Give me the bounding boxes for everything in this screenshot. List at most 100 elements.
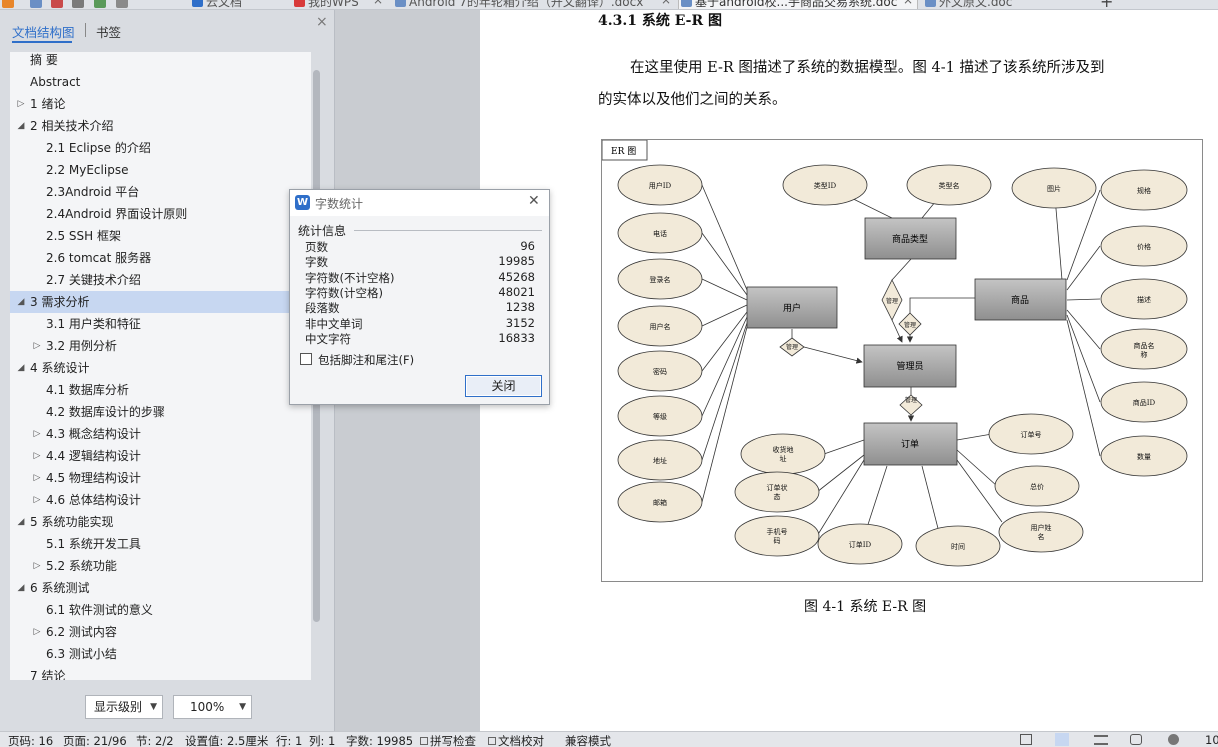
outline-item[interactable]: 6.1 软件测试的意义: [10, 599, 311, 621]
outline-item[interactable]: 2.1 Eclipse 的介绍: [10, 137, 311, 159]
collapse-icon[interactable]: ◢: [17, 121, 25, 131]
outline-item[interactable]: ▷3.2 用例分析: [10, 335, 311, 357]
stat-value: 45268: [498, 269, 535, 284]
outline-item[interactable]: 4.2 数据库设计的步骤: [10, 401, 311, 423]
include-footnotes-label[interactable]: 包括脚注和尾注(F): [318, 353, 415, 367]
collapse-icon[interactable]: ◢: [17, 363, 25, 373]
expand-icon[interactable]: ▷: [33, 451, 41, 461]
export-pdf-icon[interactable]: [51, 0, 63, 8]
outline-item[interactable]: ◢6 系统测试: [10, 577, 311, 599]
outline-item[interactable]: 6.3 测试小结: [10, 643, 311, 665]
status-page-code[interactable]: 页码: 16: [8, 734, 54, 747]
close-pane-icon[interactable]: ×: [316, 14, 328, 30]
tab-active-document[interactable]: 基于android校...手商品交易系统.doc ×: [678, 0, 918, 9]
outline-item[interactable]: ▷4.6 总体结构设计: [10, 489, 311, 511]
status-word-count[interactable]: 字数: 19985: [346, 734, 414, 747]
collapse-icon[interactable]: ◢: [17, 517, 25, 527]
outline-item[interactable]: 2.5 SSH 框架: [10, 225, 311, 247]
tab-document-outline[interactable]: 文档结构图: [12, 25, 75, 40]
outline-item[interactable]: ◢3 需求分析: [10, 291, 311, 313]
collapse-icon[interactable]: ◢: [17, 297, 25, 307]
outline-item[interactable]: 2.2 MyEclipse: [10, 159, 311, 181]
outline-item[interactable]: 5.1 系统开发工具: [10, 533, 311, 555]
web-view-icon[interactable]: [1130, 734, 1142, 745]
status-page[interactable]: 页面: 21/96: [63, 734, 127, 747]
outline-item[interactable]: 摘 要: [10, 52, 311, 71]
page-view-icon[interactable]: [1055, 733, 1069, 746]
section-divider: [354, 230, 542, 231]
attr-price-label: 价格: [1137, 242, 1151, 251]
outline-item-label: 5.1 系统开发工具: [46, 537, 141, 551]
close-tab-icon[interactable]: ×: [902, 0, 913, 7]
outline-item[interactable]: ▷4.3 概念结构设计: [10, 423, 311, 445]
outline-item[interactable]: 2.4Android 界面设计原则: [10, 203, 311, 225]
dialog-titlebar[interactable]: W 字数统计 ✕: [290, 190, 549, 216]
outline-item[interactable]: ▷5.2 系统功能: [10, 555, 311, 577]
tab-bookmarks[interactable]: 书签: [96, 25, 122, 40]
tab-my-wps[interactable]: 我的WPS ×: [292, 0, 387, 9]
expand-icon[interactable]: ▷: [33, 341, 41, 351]
close-icon[interactable]: ✕: [528, 193, 540, 209]
outline-item[interactable]: ▷4.5 物理结构设计: [10, 467, 311, 489]
attr-picture: [1011, 167, 1097, 209]
close-tab-icon[interactable]: ×: [372, 0, 383, 7]
outline-item[interactable]: ◢4 系统设计: [10, 357, 311, 379]
paragraph-line-2: 的实体以及他们之间的关系。: [598, 92, 787, 108]
outline-item[interactable]: ◢2 相关技术介绍: [10, 115, 311, 137]
expand-icon[interactable]: ▷: [33, 429, 41, 439]
app-menu-icon[interactable]: [2, 0, 14, 8]
entity-category: [864, 217, 957, 260]
expand-icon[interactable]: ▷: [33, 473, 41, 483]
outline-item-label: 3.1 用户类和特征: [46, 317, 141, 331]
attr-address: [617, 439, 703, 481]
outline-item[interactable]: Abstract: [10, 71, 311, 93]
attr-order-no-label: 订单号: [1021, 430, 1042, 439]
outline-item[interactable]: 7 结论: [10, 665, 311, 680]
outline-item[interactable]: 2.7 关键技术介绍: [10, 269, 311, 291]
expand-icon[interactable]: ▷: [33, 627, 41, 637]
paragraph-line-1: 在这里使用 E-R 图描述了系统的数据模型。图 4-1 描述了该系统所涉及到: [630, 60, 1105, 76]
new-tab-icon[interactable]: +: [1100, 0, 1114, 10]
outline-item-label: 2.6 tomcat 服务器: [46, 251, 152, 265]
fullscreen-icon[interactable]: [1020, 734, 1032, 745]
collapse-icon[interactable]: ◢: [17, 583, 25, 593]
print-preview-icon[interactable]: [94, 0, 106, 8]
attr-type-id-label: 类型ID: [814, 181, 837, 190]
outline-item[interactable]: ▷1 绪论: [10, 93, 311, 115]
print-icon[interactable]: [72, 0, 84, 8]
status-row[interactable]: 行: 1: [276, 734, 303, 747]
expand-icon[interactable]: ▷: [17, 99, 25, 109]
doc-proof-toggle[interactable]: 文档校对: [488, 733, 544, 747]
eye-protect-icon[interactable]: [1168, 734, 1179, 745]
outline-item[interactable]: ▷6.2 测试内容: [10, 621, 311, 643]
outline-item[interactable]: 2.3Android 平台: [10, 181, 311, 203]
attr-login-label: 登录名: [650, 275, 671, 284]
outline-view-icon[interactable]: [1094, 735, 1108, 745]
outline-item[interactable]: 2.6 tomcat 服务器: [10, 247, 311, 269]
close-tab-icon[interactable]: ×: [660, 0, 671, 7]
outline-item[interactable]: 4.1 数据库分析: [10, 379, 311, 401]
include-footnotes-checkbox[interactable]: [300, 353, 312, 365]
outline-item[interactable]: ▷4.4 逻辑结构设计: [10, 445, 311, 467]
spell-check-toggle[interactable]: 拼写检查: [420, 733, 476, 747]
status-zoom-partial[interactable]: 10: [1205, 733, 1218, 747]
expand-icon[interactable]: ▷: [33, 495, 41, 505]
status-setting[interactable]: 设置值: 2.5厘米: [185, 734, 269, 747]
tab-cloud-docs[interactable]: 云文档: [190, 0, 280, 9]
nav-zoom-select[interactable]: 100% ▼: [173, 695, 252, 719]
tab-android-doc[interactable]: Android 7的年轮箱介绍（开文翻译）.docx ×: [393, 0, 675, 9]
stat-label: 字数: [305, 255, 328, 270]
outline-item[interactable]: ◢5 系统功能实现: [10, 511, 311, 533]
display-level-select[interactable]: 显示级别 ▼: [85, 695, 163, 719]
save-icon[interactable]: [30, 0, 42, 8]
er-diagram-figure[interactable]: ER 图: [601, 139, 1203, 582]
outline-item[interactable]: 3.1 用户类和特征: [10, 313, 311, 335]
tab-foreign-original[interactable]: 外文原文.doc: [923, 0, 1048, 9]
close-button[interactable]: 关闭: [465, 375, 542, 397]
undo-icon[interactable]: [116, 0, 128, 8]
status-col[interactable]: 列: 1: [309, 734, 336, 747]
expand-icon[interactable]: ▷: [33, 561, 41, 571]
status-section[interactable]: 节: 2/2: [136, 734, 174, 747]
